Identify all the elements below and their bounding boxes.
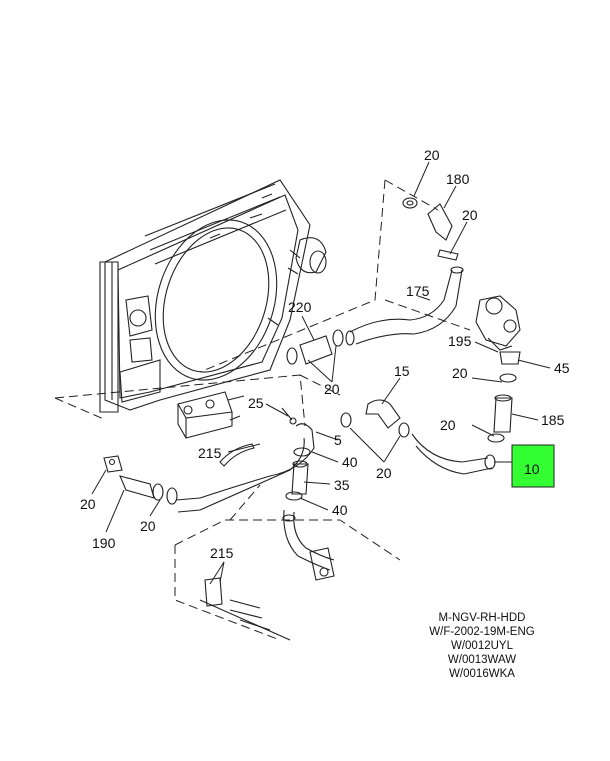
note-line: W/0016WKA [449, 668, 515, 680]
callout-labels: 20 180 20 175 220 20 195 45 15 20 185 25… [80, 147, 570, 561]
callout-20-elbow-15[interactable]: 20 [376, 465, 392, 481]
bracket-215 [199, 577, 291, 641]
elbow-180 [402, 197, 459, 261]
radiator-assembly [99, 179, 327, 413]
bolt-25 [281, 407, 297, 425]
hose-185 [487, 373, 517, 443]
note-line: W/0013WAW [447, 654, 517, 666]
note-line: W/F-2002-19M-ENG [429, 626, 535, 638]
sensor-module [177, 391, 245, 439]
callout-40-lower[interactable]: 40 [332, 502, 348, 518]
pipe-10 [411, 433, 496, 475]
leader-lines [91, 161, 551, 585]
callout-180[interactable]: 180 [446, 171, 470, 187]
callout-190[interactable]: 190 [92, 535, 116, 551]
callout-215-strap[interactable]: 215 [198, 445, 222, 461]
pipe-5 [166, 423, 315, 513]
callout-10[interactable]: 10 [524, 461, 540, 477]
callout-220[interactable]: 220 [288, 299, 312, 315]
model-notes: M-NGV-RH-HDD W/F-2002-19M-ENG W/0012UYL … [404, 611, 560, 681]
callout-185[interactable]: 185 [541, 412, 565, 428]
callout-5[interactable]: 5 [334, 432, 342, 448]
callout-195[interactable]: 195 [448, 333, 472, 349]
thermostat-housing [475, 295, 521, 365]
callout-175[interactable]: 175 [406, 283, 430, 299]
callout-15[interactable]: 15 [394, 363, 410, 379]
callout-20-clamp-elbow[interactable]: 20 [462, 207, 478, 223]
elbow-15 [340, 399, 410, 438]
callout-20-hose-185[interactable]: 20 [452, 365, 468, 381]
callout-20-pipe-10[interactable]: 20 [440, 417, 456, 433]
note-line: W/0012UYL [450, 640, 513, 652]
hose-220 [286, 329, 344, 365]
callout-45[interactable]: 45 [554, 360, 570, 376]
callout-40-upper[interactable]: 40 [342, 454, 358, 470]
callout-215-bracket[interactable]: 215 [210, 545, 234, 561]
callout-25[interactable]: 25 [248, 395, 264, 411]
callout-20-hose-220[interactable]: 20 [324, 381, 340, 397]
strap-215 [219, 443, 255, 467]
callout-10-highlight[interactable] [511, 444, 555, 488]
callout-20-hose-190-right[interactable]: 20 [140, 518, 156, 534]
note-line: M-NGV-RH-HDD [438, 612, 526, 624]
phantom-lines [54, 179, 471, 641]
callout-35[interactable]: 35 [334, 477, 350, 493]
lower-branch [282, 447, 335, 581]
pipe-175 [345, 266, 464, 346]
callout-20-hose-190-left[interactable]: 20 [80, 496, 96, 512]
callout-20-clamp-top[interactable]: 20 [424, 147, 440, 163]
hose-190 [103, 455, 164, 501]
